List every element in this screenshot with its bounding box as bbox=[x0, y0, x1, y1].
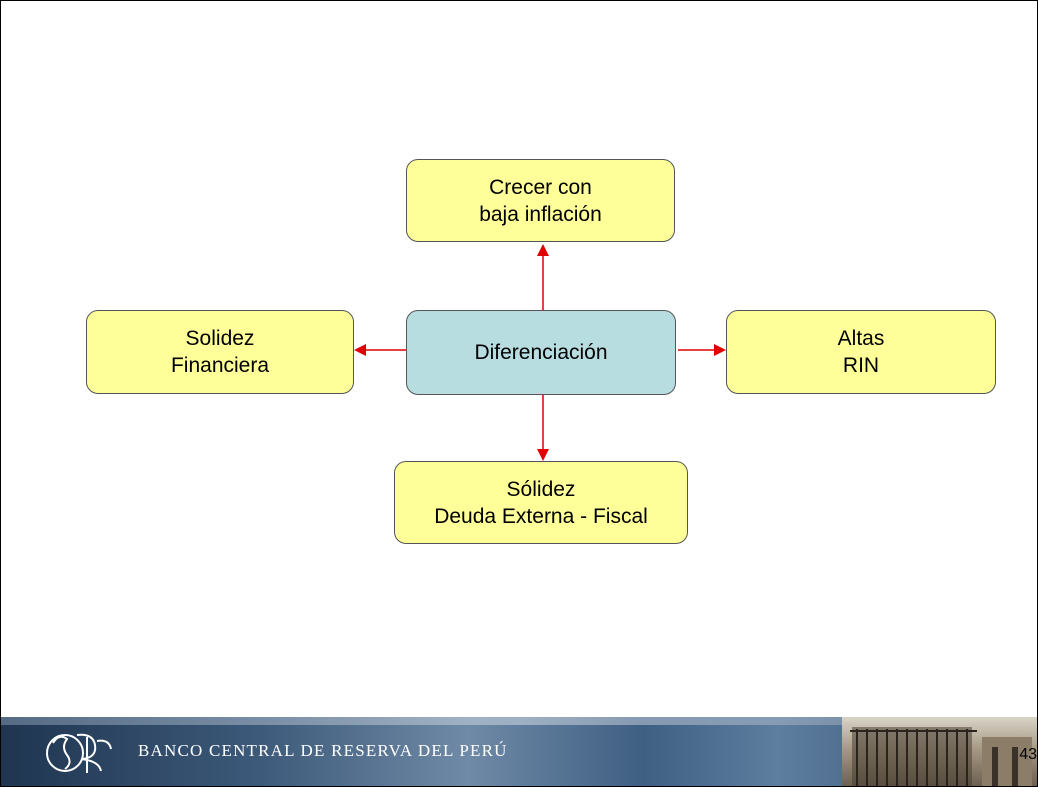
box-bottom: Sólidez Deuda Externa - Fiscal bbox=[394, 461, 688, 544]
footer-highlight-strip bbox=[1, 717, 1037, 725]
bank-name: BANCO CENTRAL DE RESERVA DEL PERÚ bbox=[138, 741, 508, 760]
page-number: 43 bbox=[1019, 746, 1037, 763]
footer-banner: BANCO CENTRAL DE RESERVA DEL PERÚ bbox=[1, 717, 1037, 786]
bcrp-logo-icon bbox=[46, 733, 112, 773]
box-top: Crecer con baja inflación bbox=[406, 159, 675, 242]
building-gate-photo: 43 bbox=[842, 717, 1037, 786]
diagram-arrows bbox=[354, 244, 726, 461]
box-left: Solidez Financiera bbox=[86, 310, 354, 394]
box-right: Altas RIN bbox=[726, 310, 996, 394]
gate-icon bbox=[850, 727, 1032, 786]
box-center: Diferenciación bbox=[406, 310, 676, 395]
